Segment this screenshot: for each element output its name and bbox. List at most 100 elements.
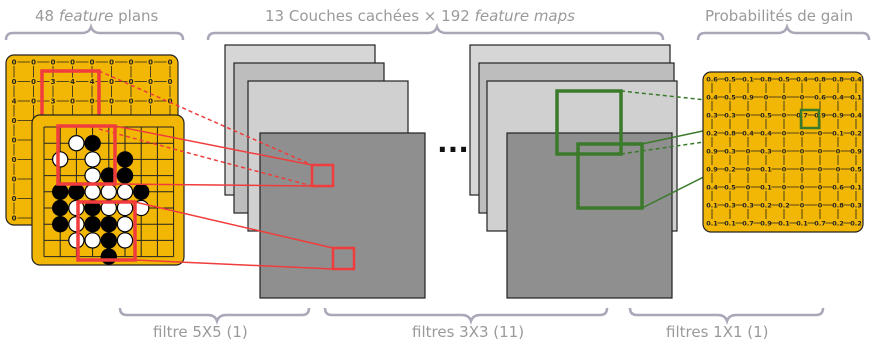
cell-bg (108, 58, 115, 66)
output-unit-top (310, 163, 335, 188)
input-cell-value: 0 (12, 59, 17, 67)
cell-bg (850, 93, 862, 101)
cell-bg (10, 155, 18, 164)
cell-bg (745, 111, 751, 119)
input-cell-value: 4 (70, 78, 75, 86)
probability-value: 0.6 (814, 93, 826, 101)
cell-bg (778, 219, 790, 227)
probability-value: 0.2 (850, 219, 862, 227)
cell-bg (799, 183, 805, 191)
probability-value: 0.1 (742, 75, 754, 83)
probability-value: 0.1 (850, 183, 862, 191)
input-cell-value: 0 (70, 59, 75, 67)
cell-bg (166, 97, 174, 105)
probability-value: 0.2 (760, 201, 772, 209)
cell-bg (832, 183, 844, 191)
input-cell-value: 0 (168, 98, 173, 106)
probability-value: 0.4 (706, 93, 718, 101)
probability-value: 0.7 (742, 219, 754, 227)
probability-value: 0.8 (814, 75, 826, 83)
probability-value: 0 (746, 147, 751, 155)
white-stone (84, 183, 101, 200)
cell-bg (799, 147, 805, 155)
filter-window-board-bottom (76, 200, 137, 262)
cell-bg (742, 129, 754, 137)
black-stone (100, 215, 118, 233)
input-cell-value: 0 (168, 78, 173, 86)
cell-bg (10, 214, 18, 222)
cell-bg (781, 93, 787, 101)
cell-bg (10, 175, 18, 183)
cell-bg (763, 93, 769, 101)
cell-bg (30, 97, 37, 105)
cell-bg (760, 129, 772, 137)
input-cell-value: 0 (109, 59, 114, 67)
probability-value: 0.3 (724, 147, 736, 155)
probability-value: 0.5 (760, 111, 772, 119)
cell-bg (706, 165, 718, 173)
cell-bg (814, 219, 826, 227)
cell-bg (742, 75, 754, 83)
black-stone (116, 167, 134, 184)
cell-bg (760, 183, 772, 191)
brace-hidden-top (206, 23, 665, 41)
probability-value: 0.4 (796, 75, 808, 83)
probability-value: 0 (818, 183, 823, 191)
cell-bg (781, 129, 787, 137)
cell-bg (706, 201, 718, 209)
black-stone (68, 183, 85, 200)
white-stone (100, 183, 118, 200)
filter-window-3x3-back (555, 89, 623, 156)
cell-bg (30, 77, 37, 86)
input-cell-value: 0 (129, 59, 134, 67)
cell-bg (49, 97, 57, 105)
cell-bg (706, 129, 718, 137)
brace-input-top (4, 23, 185, 41)
probability-value: 0.1 (796, 219, 808, 227)
probability-value: 0 (800, 129, 805, 137)
cell-bg (850, 219, 862, 227)
cell-bg (817, 165, 823, 173)
white-stone (84, 232, 101, 249)
cell-bg (781, 165, 787, 173)
probability-value: 0.4 (850, 75, 862, 83)
cell-bg (724, 129, 736, 137)
input-cell-value: 0 (12, 117, 17, 125)
probability-value: 0 (764, 93, 769, 101)
probability-value: 0.9 (832, 111, 844, 119)
cell-bg (69, 97, 76, 105)
cell-bg (832, 219, 844, 227)
probability-value: 0.5 (724, 75, 736, 83)
cell-bg (760, 147, 772, 155)
probability-value: 0.9 (850, 147, 862, 155)
probability-value: 0 (818, 129, 823, 137)
hidden-layers-title: 13 Couches cachées × 192 feature maps (265, 7, 575, 25)
cell-bg (832, 129, 844, 137)
input-cell-value: 0 (12, 215, 17, 223)
input-cell-value: 4 (90, 78, 95, 86)
input-cell-value: 0 (148, 59, 153, 67)
cell-bg (127, 77, 135, 86)
probability-value: 0.3 (724, 201, 736, 209)
cell-bg (817, 201, 823, 209)
input-cell-value: 0 (129, 78, 134, 86)
cell-bg (760, 165, 772, 173)
input-cell-value: 3 (51, 98, 56, 106)
cell-bg (850, 165, 862, 173)
probability-value: 0 (800, 183, 805, 191)
cell-bg (49, 58, 57, 66)
probability-value: 0.8 (832, 75, 844, 83)
cell-bg (796, 219, 808, 227)
probability-value: 0.4 (742, 129, 754, 137)
probability-value: 0.2 (706, 129, 718, 137)
cell-bg (69, 77, 76, 86)
probability-value: 0.2 (778, 201, 790, 209)
probability-value: 0 (782, 165, 787, 173)
cell-bg (799, 165, 805, 173)
input-cell-value: 0 (109, 98, 114, 106)
cell-bg (127, 58, 135, 66)
cell-bg (724, 165, 736, 173)
probability-value: 0.4 (850, 111, 862, 119)
